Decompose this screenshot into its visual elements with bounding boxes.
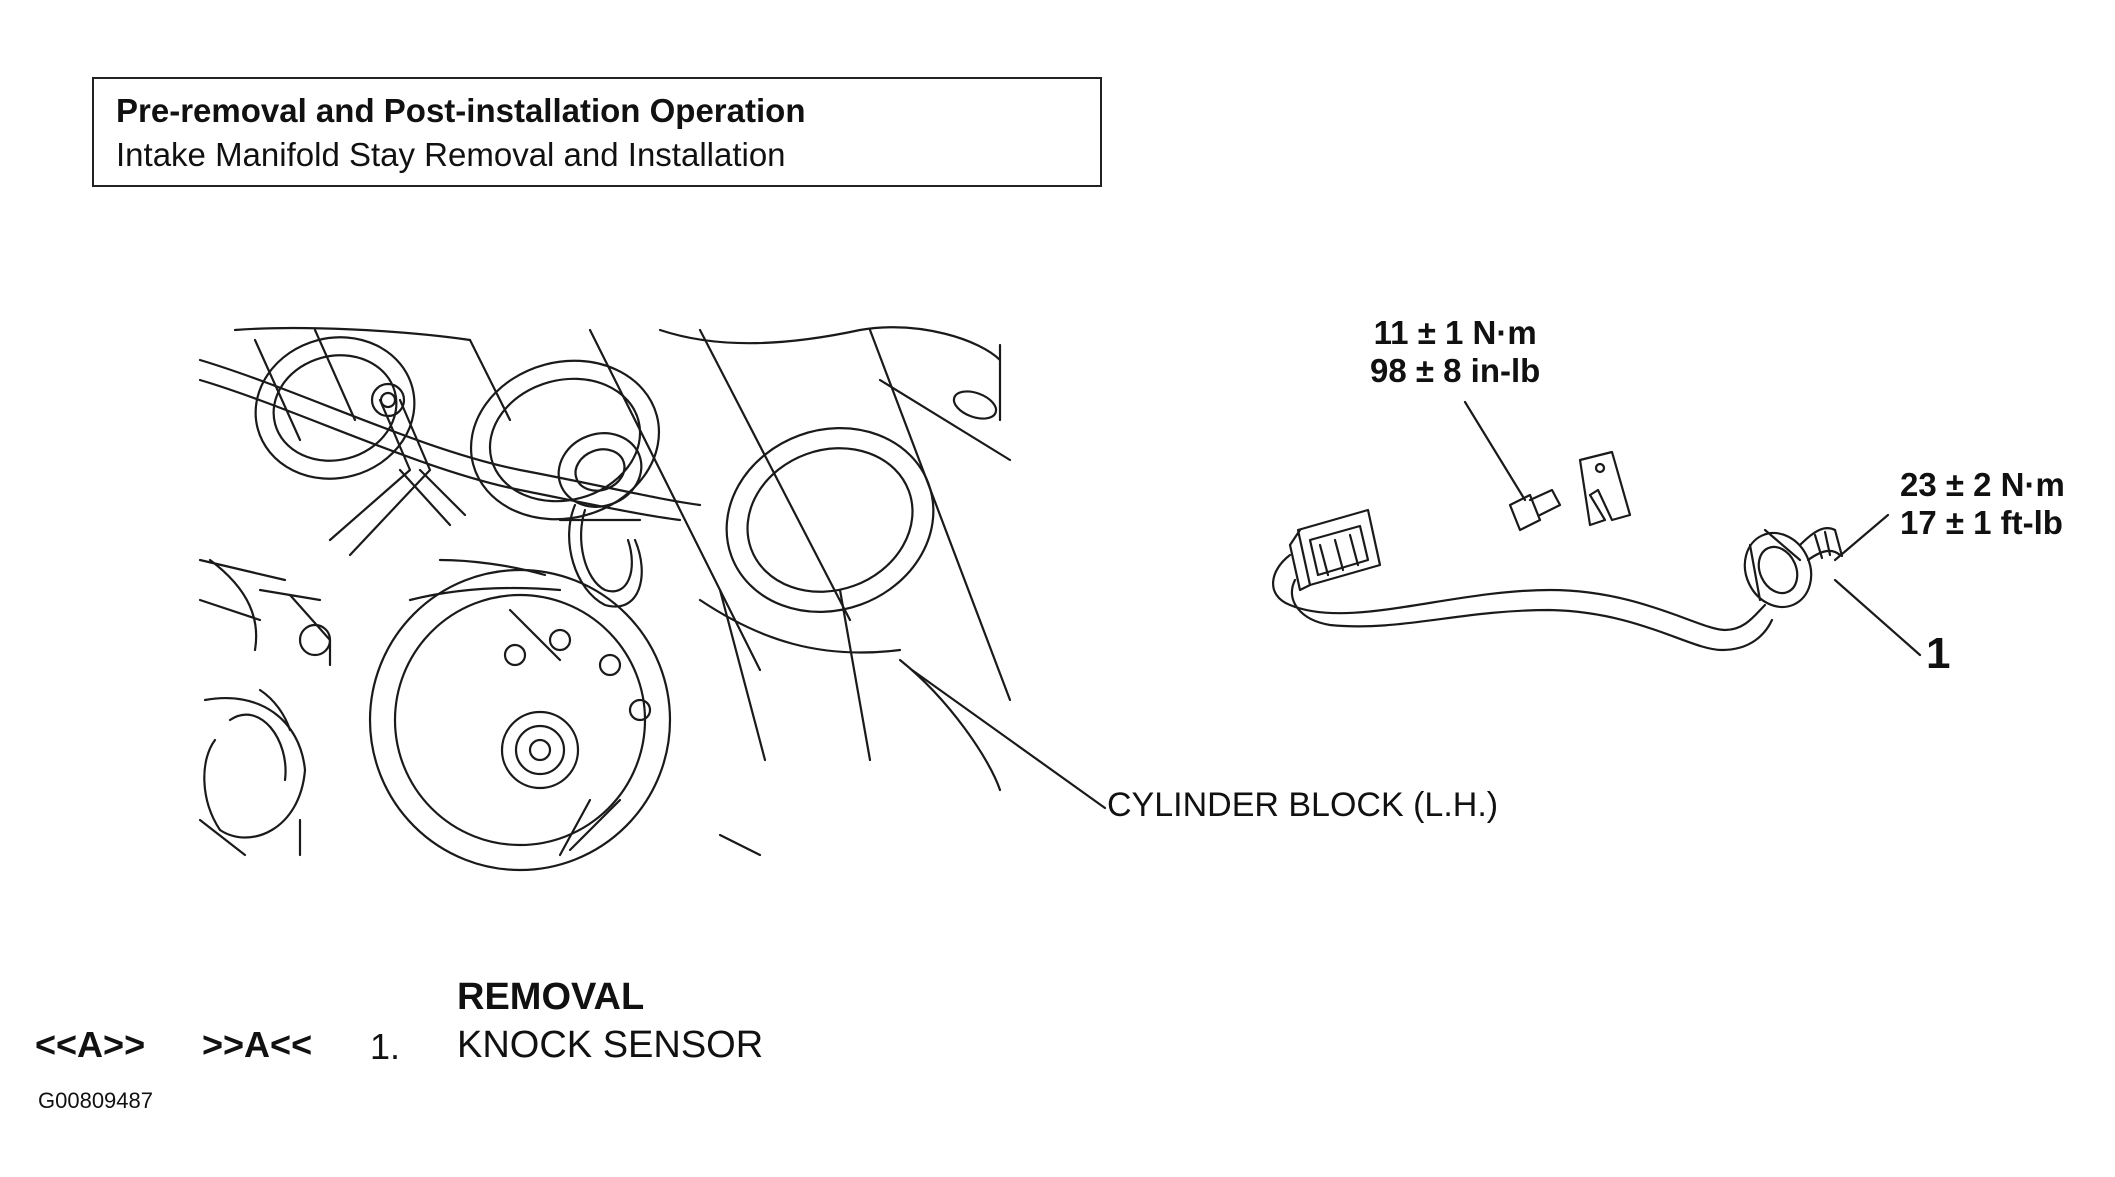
operation-header-box: Pre-removal and Post-installation Operat… <box>92 77 1102 187</box>
part-1-leader <box>1833 578 1922 657</box>
removal-item-name: KNOCK SENSOR <box>457 1024 764 1066</box>
bolt-torque-nm: 11 ± 1 N·m <box>1373 314 1537 351</box>
removal-heading: REMOVAL <box>457 976 645 1018</box>
sensor-torque-leader <box>1833 513 1890 562</box>
sensor-torque-label: 23 ± 2 N·m 17 ± 1 ft-lb <box>1900 466 2065 542</box>
bolt-torque-inlb: 98 ± 8 in-lb <box>1370 352 1541 389</box>
install-reference: <<A>> <box>35 1024 146 1065</box>
sensor-torque-nm: 23 ± 2 N·m <box>1900 466 2065 503</box>
figure-id: G00809487 <box>38 1088 153 1113</box>
bolt-torque-leader <box>1463 400 1527 502</box>
cylinder-block-leader <box>910 668 1107 810</box>
operation-header-title: Pre-removal and Post-installation Operat… <box>116 92 806 129</box>
engine-block-drawing <box>198 326 1012 872</box>
part-1-callout: 1 <box>1926 629 1951 678</box>
operation-header-subtitle: Intake Manifold Stay Removal and Install… <box>116 136 786 173</box>
knock-sensor-part <box>1272 450 1844 652</box>
bolt-torque-label: 11 ± 1 N·m 98 ± 8 in-lb <box>1370 314 1540 390</box>
removal-reference: >>A<< <box>202 1024 313 1065</box>
sensor-torque-ftlb: 17 ± 1 ft-lb <box>1900 504 2063 541</box>
cylinder-block-label: CYLINDER BLOCK (L.H.) <box>1107 786 1499 824</box>
removal-item-number: 1. <box>370 1026 401 1067</box>
